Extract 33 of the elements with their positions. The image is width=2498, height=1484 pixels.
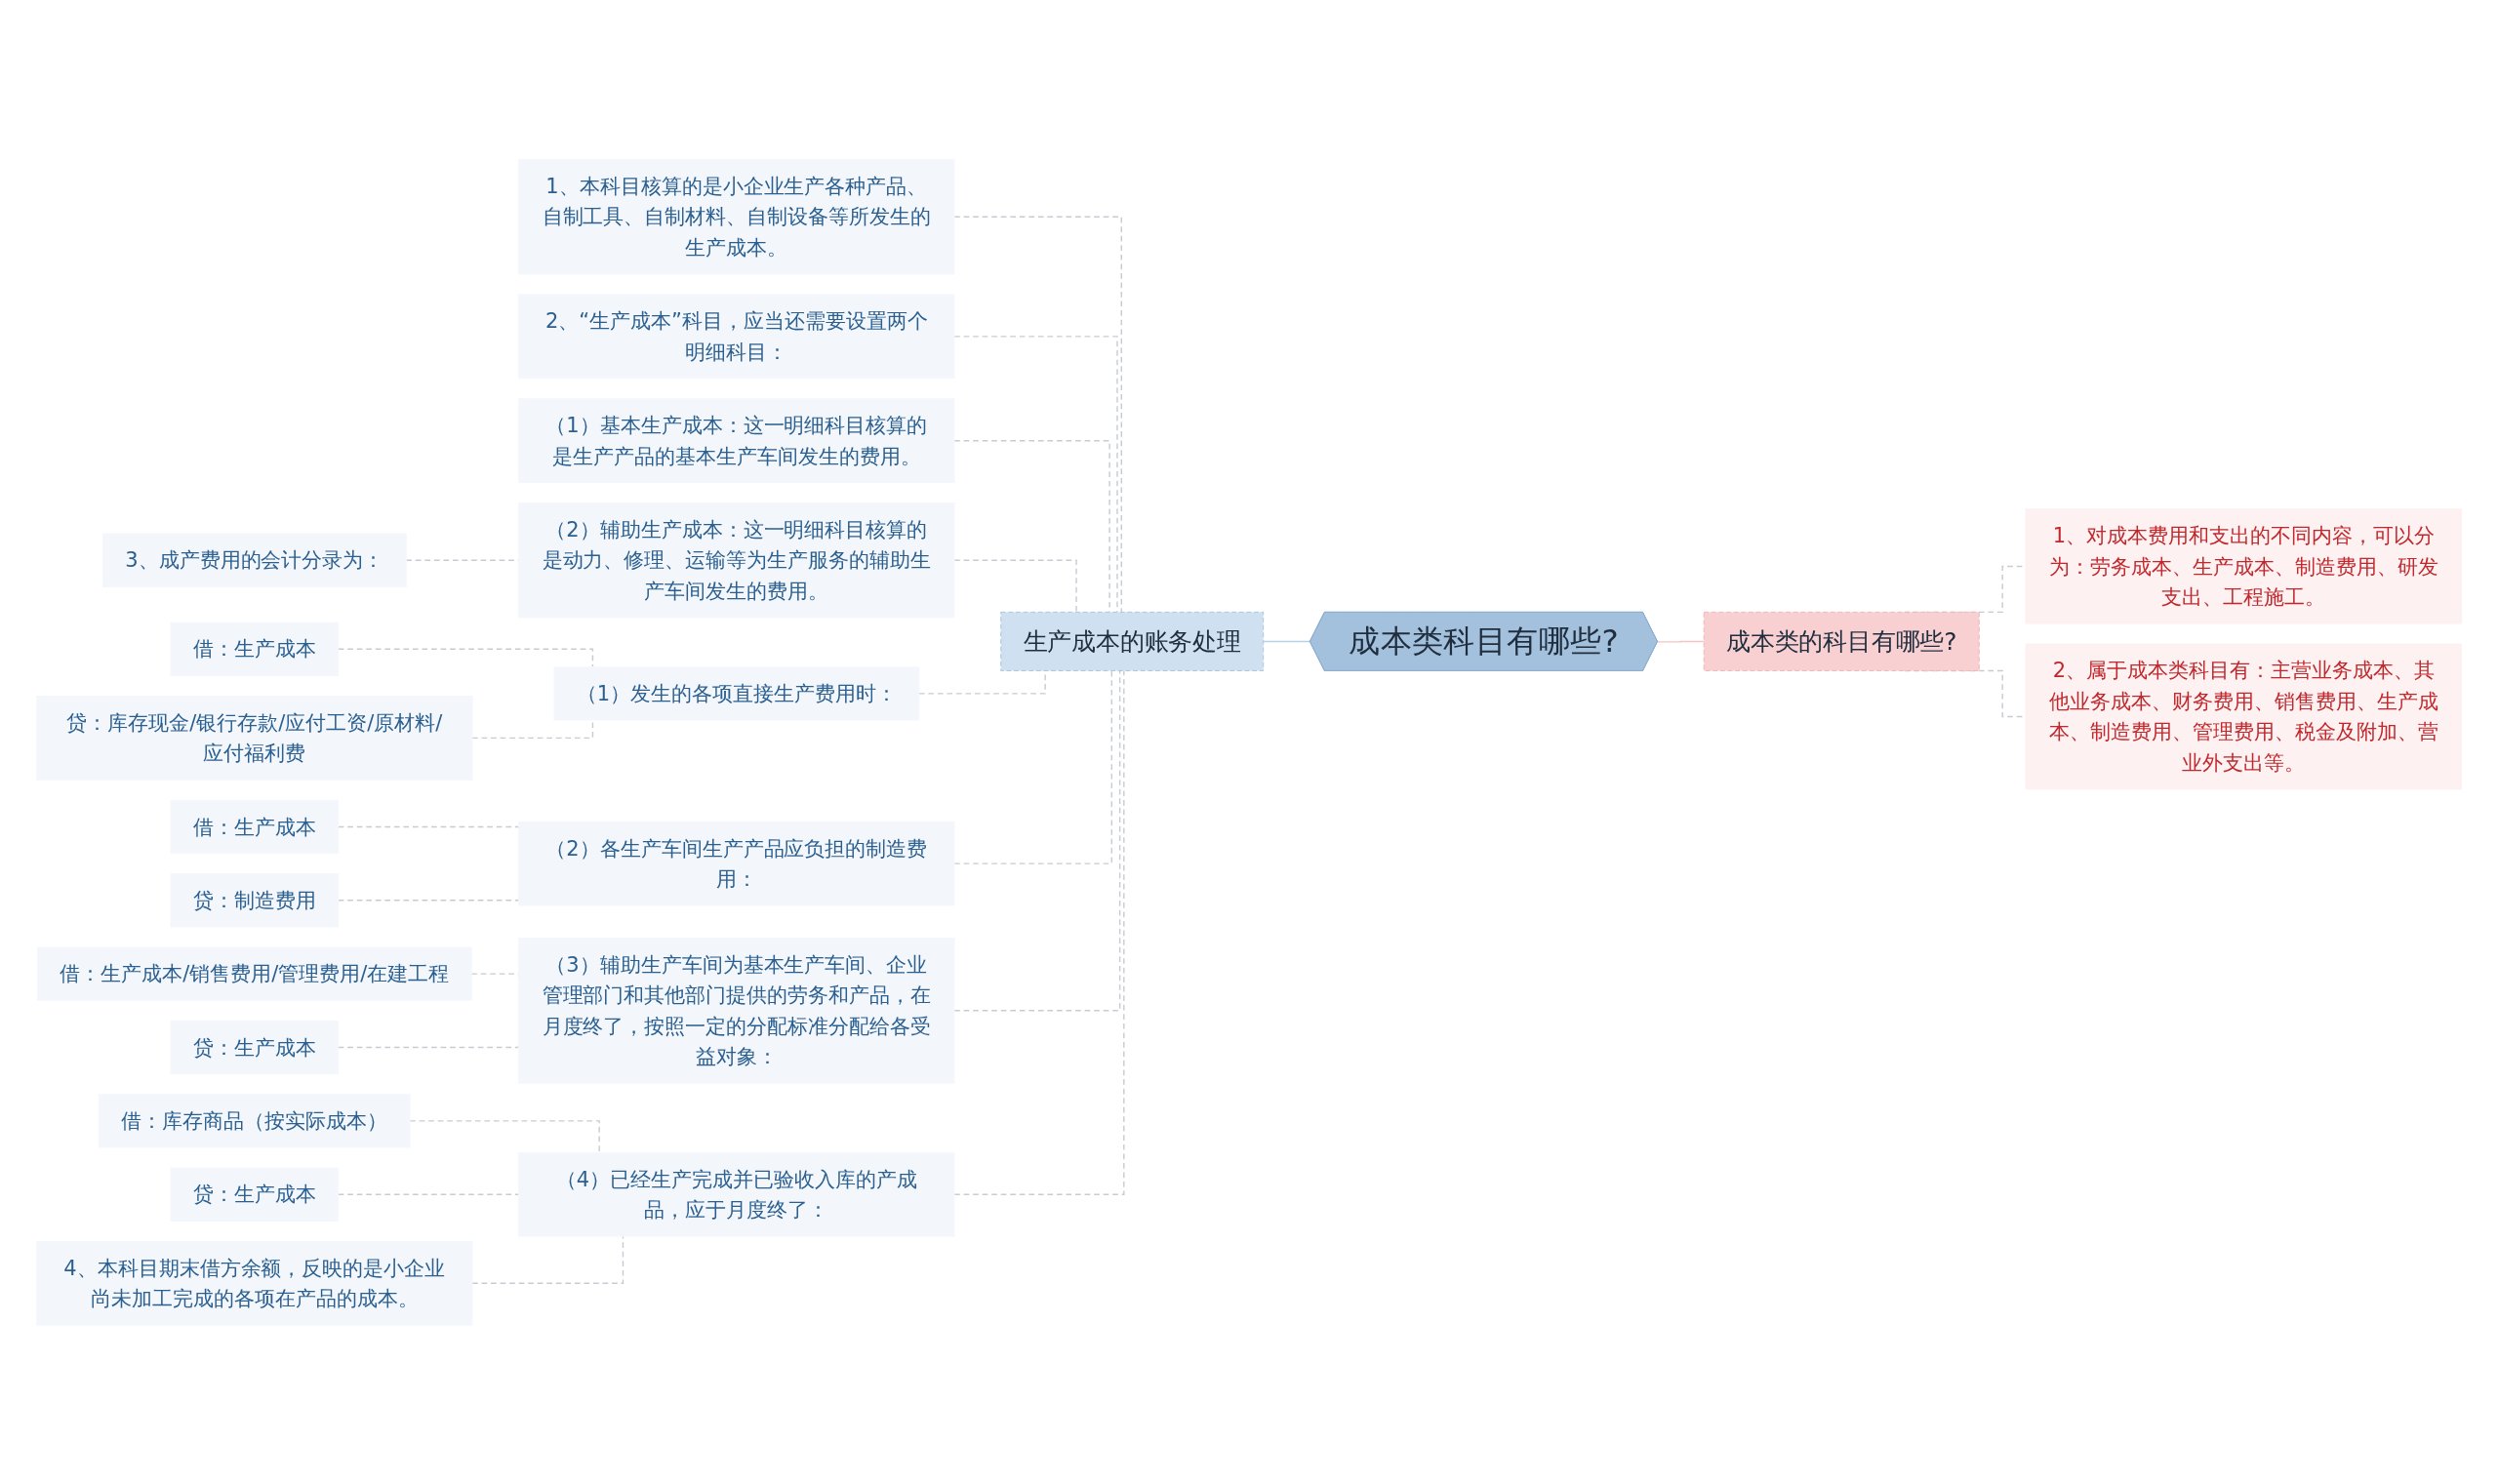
connector — [953, 439, 1110, 613]
connector — [953, 216, 1122, 613]
connector — [1262, 640, 1311, 643]
node-box: （3）辅助生产车间为基本生产车间、企业管理部门和其他部门提供的劳务和产品，在月度终了，按照一定的分配标准分配给各受益对象： — [518, 937, 955, 1084]
node-box: 贷：生产成本 — [170, 1167, 340, 1222]
node-box: 贷：生产成本 — [170, 1020, 340, 1074]
connector — [471, 1234, 624, 1284]
connector — [953, 669, 1113, 864]
node-box: 2、“生产成本”科目，应当还需要设置两个明细科目： — [518, 294, 955, 379]
node-box: 贷：库存现金/银行存款/应付工资/原材料/应付福利费 — [36, 695, 473, 781]
node-box: 借：生产成本/销售费用/管理费用/在建工程 — [37, 946, 472, 1001]
connector — [953, 559, 1077, 613]
connector — [953, 669, 1125, 1195]
node-box: （1）发生的各项直接生产费用时： — [553, 665, 920, 721]
connector — [409, 1119, 600, 1153]
connector — [337, 648, 594, 667]
node-box: 贷：制造费用 — [170, 872, 340, 928]
node-box: （2）各生产车间生产产品应负担的制造费用： — [518, 821, 955, 906]
connector — [953, 335, 1118, 613]
node-box: 借：生产成本 — [170, 799, 340, 854]
connector — [337, 1193, 520, 1195]
node-box: 借：生产成本 — [170, 622, 340, 676]
node-box: 3、成产费用的会计分录为： — [101, 533, 407, 587]
node-box: （2）辅助生产成本：这一明细科目核算的是动力、修理、运输等为生产服务的辅助生产车间发生的费用。 — [518, 501, 955, 618]
connector — [953, 669, 1121, 1012]
node-box: 1、本科目核算的是小企业生产各种产品、自制工具、自制材料、自制设备等所发生的生产成本。 — [518, 158, 955, 274]
node-box: 4、本科目期末借方余额，反映的是小企业尚未加工完成的各项在产品的成本。 — [36, 1240, 473, 1326]
node-box: 借：库存商品（按实际成本） — [99, 1093, 411, 1148]
node-box: （4）已经生产完成并已验收入库的产成品，应于月度终了： — [518, 1151, 955, 1237]
node-box: 成本类的科目有哪些? — [1703, 611, 1980, 671]
connector — [1657, 640, 1705, 643]
node-box: 生产成本的账务处理 — [1000, 611, 1265, 671]
node-box: （1）基本生产成本：这一明细科目核算的是生产产品的基本生产车间发生的费用。 — [518, 397, 955, 483]
